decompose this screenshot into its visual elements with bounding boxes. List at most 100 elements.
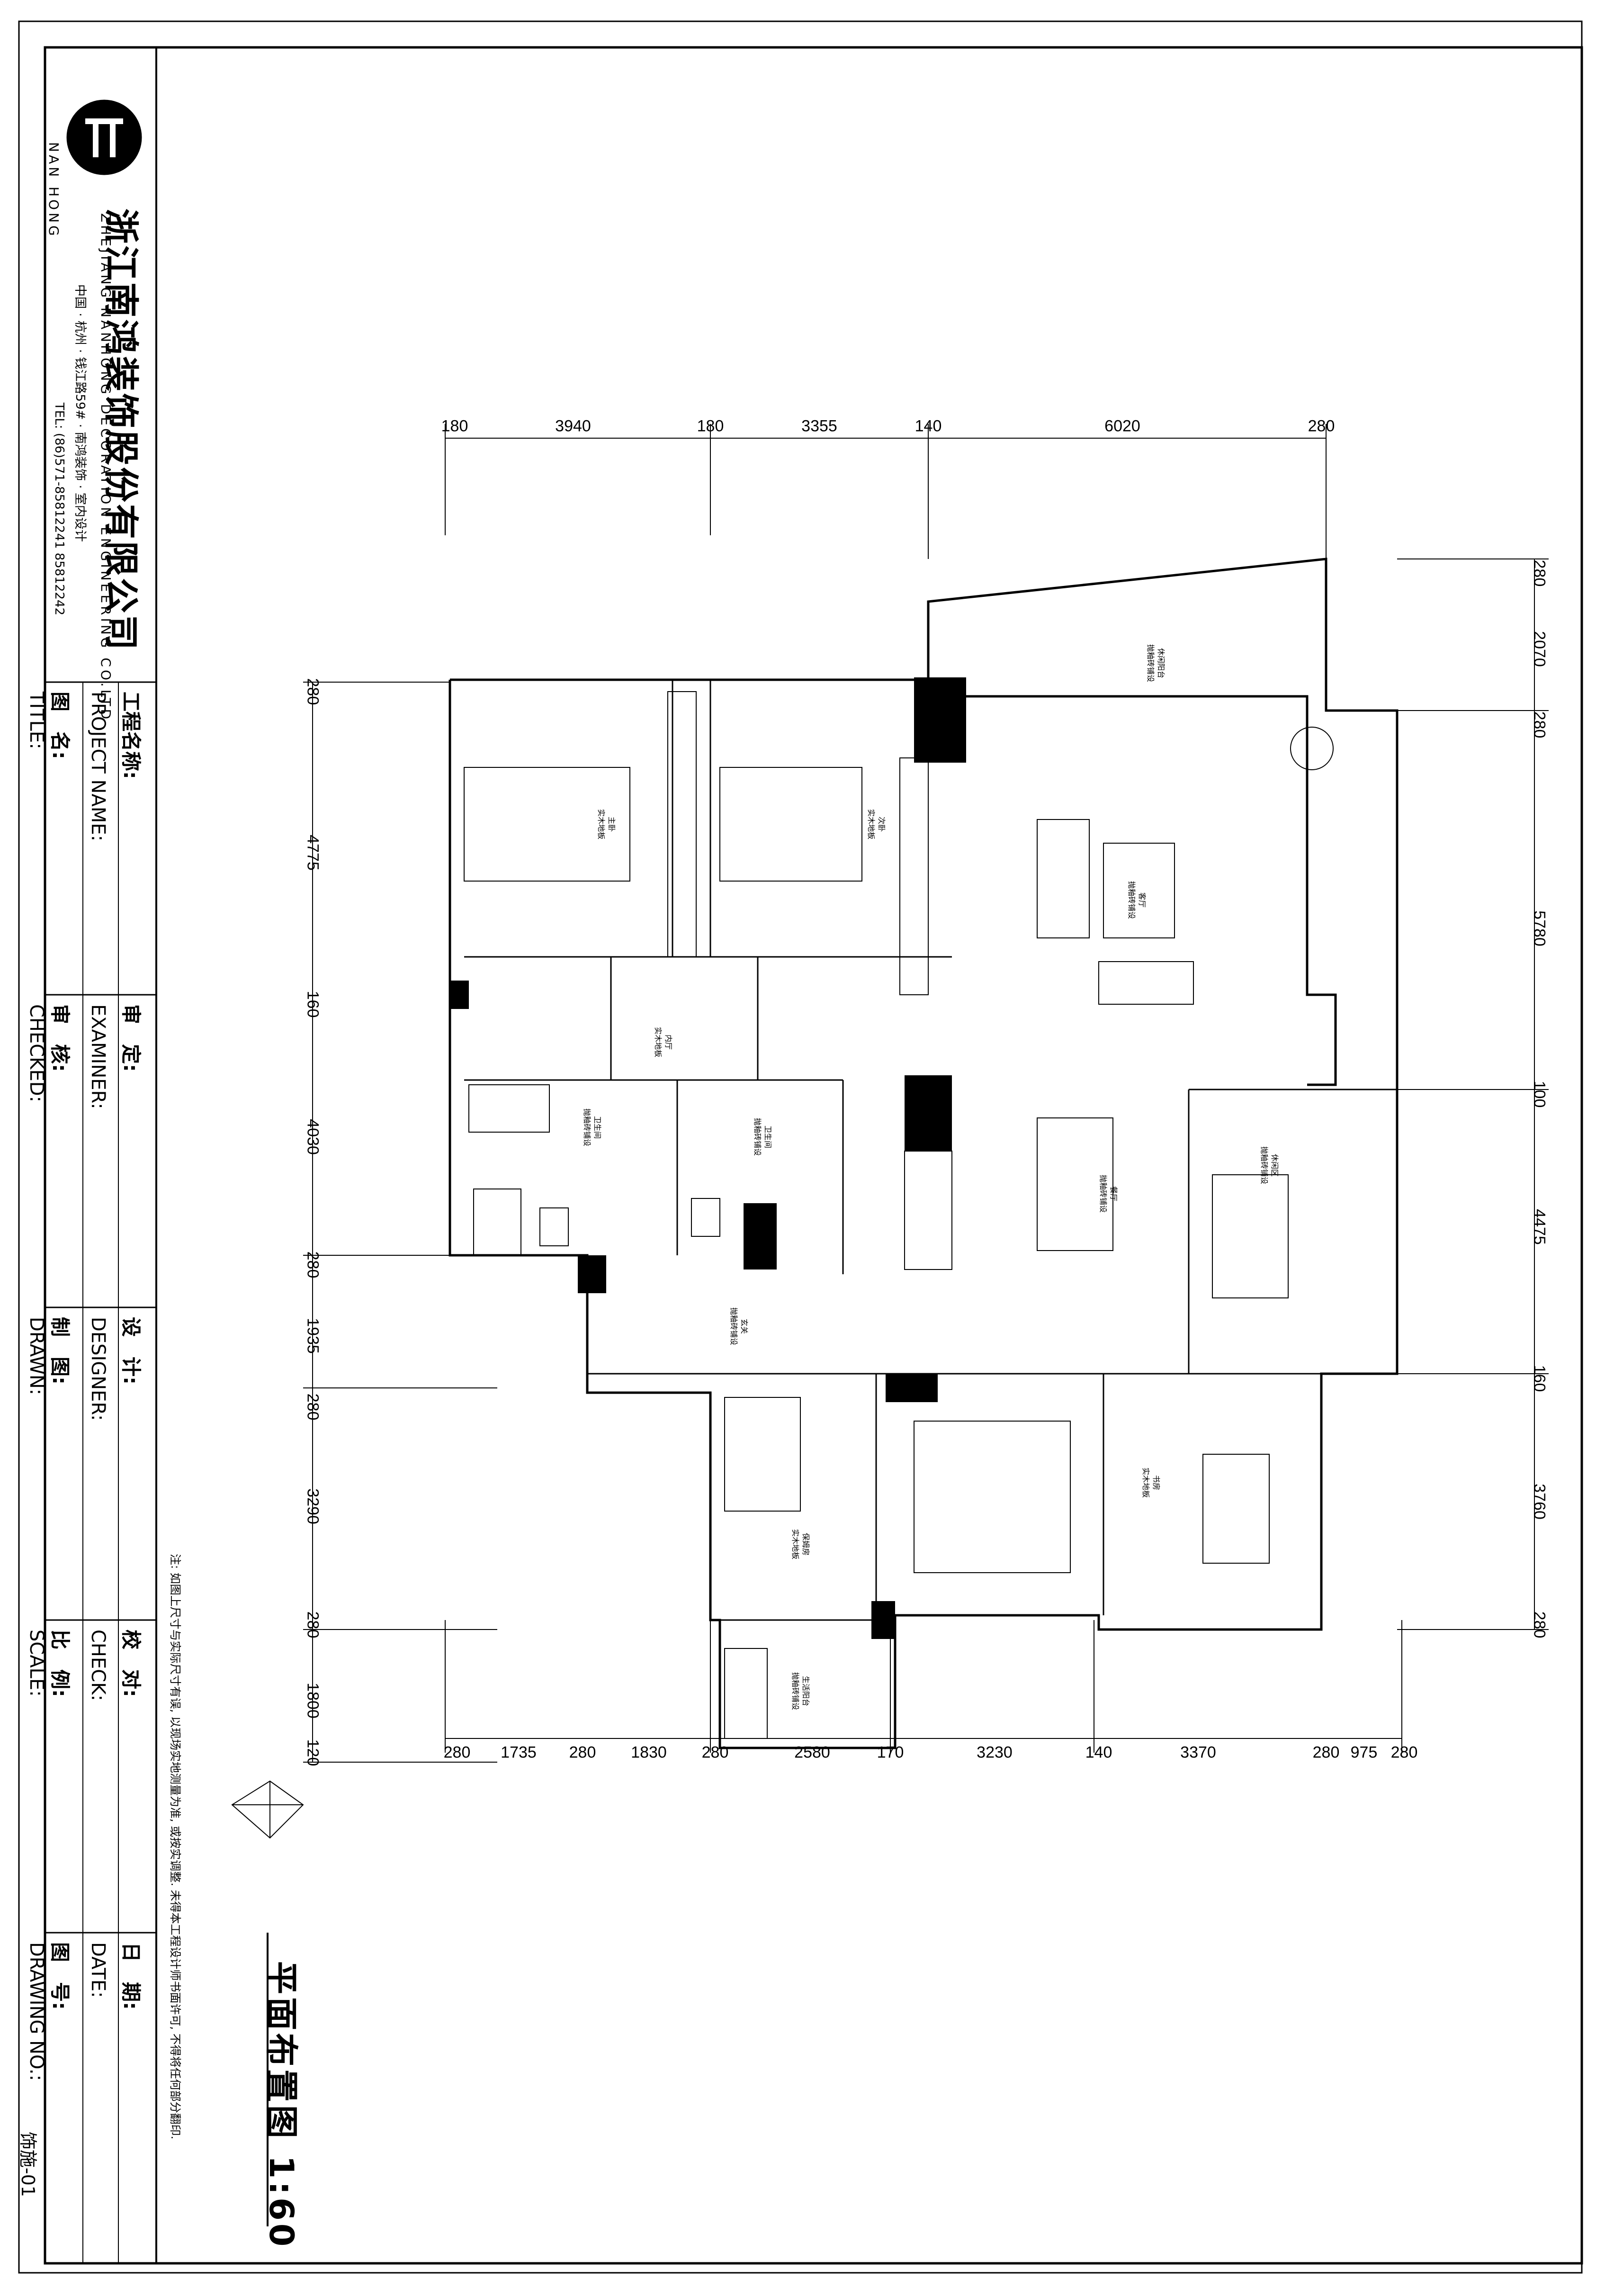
title-block-label-cn: 图 号: [48,1942,72,2010]
room-floor-material: 抛釉砖铺设 [1146,644,1155,683]
display-cabinet [904,1151,952,1270]
company-name-en: ZHEJIANG NANHONG DECORATION ENGINEERING … [98,213,114,722]
room-floor-material: 抛釉砖铺设 [583,1108,592,1147]
room-name: 保姆房 [801,1532,810,1556]
company-tel: TEL: (86)571-85812241 85812242 [52,403,66,616]
room-name: 休闲阳台 [1157,648,1166,679]
dimension-label: 280 [1390,1743,1418,1762]
room-label: 休闲阳台抛釉砖铺设 [1145,644,1166,682]
room-label: 书房实木地板 [1140,1468,1161,1498]
dimension-label: 280 [1308,417,1335,435]
wardrobe [899,757,929,995]
company-address: 中国 · 杭州 · 钱江路59# · 南鸿装饰 · 室内设计 [73,284,87,542]
dining-table [1037,1117,1113,1251]
room-name: 玄关 [740,1318,749,1334]
room-name: 内厅 [664,1034,673,1050]
room-floor-material: 实木地板 [791,1529,800,1560]
dimension-label: 3290 [304,1488,322,1524]
room-floor-material: 抛釉砖铺设 [1099,1174,1108,1213]
title-block-label-en: PROJECT NAME: [87,692,109,842]
dimension-label: 280 [1312,1743,1340,1762]
disclaimer-note: 注: 如图上尺寸与实际尺寸有误, 以现场实地测量为准, 或按实调整. 未得本工程… [169,1554,182,2140]
title-block-label-en: TITLE: [26,692,47,749]
title-block-label-en: CHECKED: [26,1004,47,1102]
bathtub [468,1084,550,1133]
dimension-lines [303,424,1549,1763]
desk [1202,1454,1270,1564]
room-floor-material: 抛釉砖铺设 [1260,1146,1269,1185]
room-label: 卫生间抛釉砖铺设 [582,1108,602,1146]
room-floor-material: 实木地板 [597,809,606,840]
title-block-label-cn: 图 名: [48,692,72,759]
title-block-value: 饰施-01 [18,2132,38,2197]
wardrobe [667,691,697,957]
dimension-label: 170 [877,1743,904,1762]
room-floor-material: 抛釉砖铺设 [753,1117,762,1156]
compass-icon [231,1780,304,1839]
dimension-label: 280 [1530,559,1549,587]
dimension-label: 280 [701,1743,729,1762]
dimension-label: 3370 [1180,1743,1216,1762]
title-block-label-cn: 设 计: [119,1317,143,1385]
structural-columns [450,677,966,1639]
room-name: 卫生间 [593,1116,602,1139]
sofa [1037,819,1090,938]
title-block-label-cn: 制 图: [48,1317,72,1385]
title-block-label-en: DRAWN: [26,1317,47,1396]
room-floor-material: 实木地板 [654,1026,663,1058]
round-table [1290,727,1334,770]
dimension-label: 140 [1085,1743,1112,1762]
room-name: 休闲区 [1270,1153,1279,1177]
room-floor-material: 抛釉砖铺设 [729,1307,738,1346]
room-label: 生活阳台抛釉砖铺设 [790,1672,811,1710]
toilet [691,1198,720,1237]
dimension-label: 180 [697,417,724,435]
kitchen-island [914,1421,1071,1573]
room-label: 主卧实木地板 [596,809,617,839]
toilet [539,1207,569,1246]
room-label: 客厅抛釉砖铺设 [1126,881,1147,919]
interior-walls [464,680,1397,1621]
dimension-label: 1735 [501,1743,537,1762]
title-block-label-en: CHECK: [87,1630,109,1701]
room-name: 次卧 [877,816,886,832]
dimension-label: 4475 [1530,1209,1549,1245]
dimension-label: 3355 [801,417,837,435]
dimension-label: 180 [441,417,468,435]
title-block-label-cn: 校 对: [119,1630,143,1697]
fitness-equipment [1212,1174,1289,1298]
outer-border [18,20,1583,2274]
dimension-label: 4030 [304,1119,322,1155]
room-name: 主卧 [607,816,616,832]
room-floor-material: 实木地板 [1141,1467,1150,1498]
room-name: 餐厅 [1109,1186,1118,1202]
dimension-label: 1800 [304,1683,322,1719]
company-logo-label: NAN HONG [46,142,62,239]
room-label: 休闲区抛釉砖铺设 [1259,1146,1280,1184]
room-floor-material: 实木地板 [867,809,876,840]
title-block-label-en: DRAWING NO.: [26,1942,47,2081]
dimension-label: 280 [1530,711,1549,738]
nanny-bed [724,1397,801,1512]
room-label: 卫生间抛釉砖铺设 [752,1118,773,1156]
dimension-label: 4775 [304,835,322,871]
dimension-label: 3230 [977,1743,1013,1762]
dimension-label: 160 [304,990,322,1018]
title-block-label-cn: 工程名称: [119,692,143,779]
title-block-label-en: DESIGNER: [87,1317,109,1421]
dimension-label: 100 [1530,1080,1549,1108]
room-label: 玄关抛釉砖铺设 [728,1307,749,1345]
dimension-label: 280 [1530,1611,1549,1639]
dimension-label: 280 [304,1611,322,1639]
title-block-label-en: EXAMINER: [87,1004,109,1109]
exterior-walls [448,558,1399,1749]
room-name: 客厅 [1138,892,1147,908]
dimension-label: 140 [915,417,942,435]
room-floor-material: 抛釉砖铺设 [791,1672,800,1711]
inner-border [44,46,1583,2265]
dimension-label: 5780 [1530,910,1549,946]
shower [473,1189,521,1256]
title-block-label-cn: 审 定: [119,1004,143,1072]
second-bed [719,767,862,882]
room-name: 书房 [1152,1475,1161,1491]
